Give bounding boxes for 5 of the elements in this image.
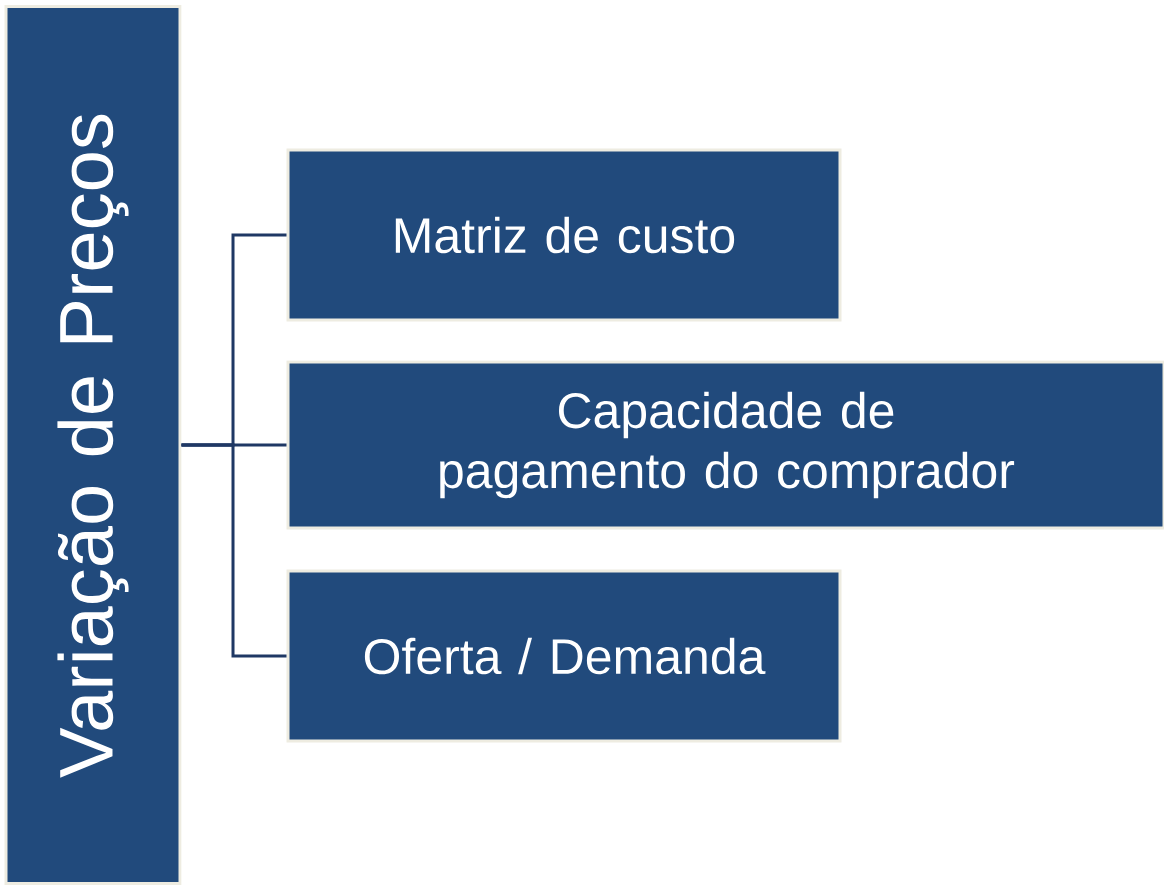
connector-line	[181, 443, 287, 658]
category-box: Oferta / Demanda	[286, 569, 842, 743]
category-box: Capacidade de pagamento do comprador	[286, 360, 1164, 530]
title-bar: Variação de Preços	[4, 5, 182, 885]
category-box: Matriz de custo	[286, 148, 842, 322]
